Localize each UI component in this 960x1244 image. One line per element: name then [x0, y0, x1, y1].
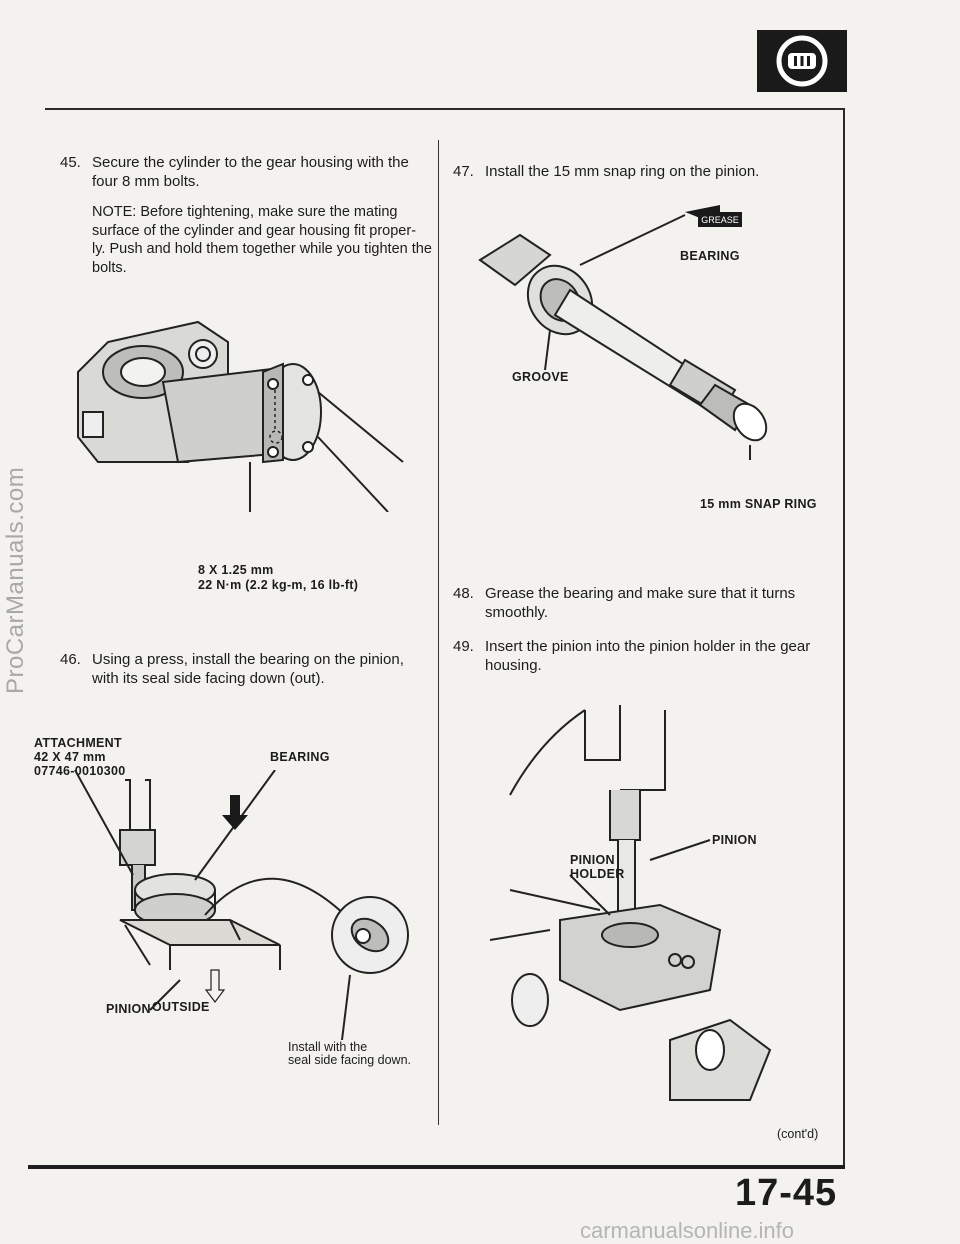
attachment-size-label: 42 X 47 mm — [34, 750, 106, 764]
grease-tag: GREASE — [701, 215, 739, 225]
press-install-illustration — [74, 770, 409, 1040]
side-watermark: ProCarManuals.com — [2, 466, 29, 694]
outside-label: OUTSIDE — [152, 1000, 210, 1014]
frame-bottom-rule — [28, 1165, 845, 1169]
step-47: 47. Install the 15 mm snap ring on the p… — [453, 162, 833, 182]
pinion-label: PINION — [106, 1002, 151, 1016]
install-note-line2: seal side facing down. — [288, 1053, 411, 1067]
frame-top-rule — [45, 108, 845, 110]
bearing-label: BEARING — [680, 249, 740, 263]
bolt-size-label: 8 X 1.25 mm — [198, 563, 274, 577]
footer-watermark: carmanualsonline.info — [580, 1218, 795, 1243]
pinion-label: PINION — [712, 833, 757, 847]
install-note-line1: Install with the — [288, 1040, 368, 1054]
section-badge — [757, 30, 847, 92]
step-text: Secure the cylinder to the gear housing … — [92, 154, 409, 190]
attachment-part-label: 07746-0010300 — [34, 764, 126, 778]
step-46: 46. Using a press, install the bearing o… — [60, 650, 432, 690]
bearing-label: BEARING — [270, 750, 330, 764]
step-number: 48. — [453, 585, 474, 602]
snap-ring-label: 15 mm SNAP RING — [700, 497, 817, 511]
continued-label: (cont'd) — [777, 1127, 819, 1141]
step-number: 47. — [453, 163, 474, 180]
step-text: Using a press, install the bearing on th… — [92, 651, 404, 687]
pinion-holder-illustration — [489, 705, 772, 1101]
pinion-snap-ring-illustration: GREASE — [478, 205, 768, 460]
step-number: 49. — [453, 638, 474, 655]
step-text: Install the 15 mm snap ring on the pinio… — [485, 163, 760, 180]
step-number: 45. — [60, 154, 81, 171]
groove-label: GROOVE — [512, 370, 569, 384]
step-48: 48. Grease the bearing and make sure tha… — [453, 584, 833, 624]
cylinder-housing-illustration — [77, 320, 404, 512]
column-divider — [438, 140, 439, 1125]
page-number: 17-45 — [735, 1172, 838, 1214]
frame-right-rule — [843, 108, 845, 1168]
step-49: 49. Insert the pinion into the pinion ho… — [453, 637, 833, 677]
bolt-torque-label: 22 N·m (2.2 kg-m, 16 lb-ft) — [198, 578, 359, 592]
attachment-label: ATTACHMENT — [34, 736, 122, 750]
step-45: 45. Secure the cylinder to the gear hous… — [60, 153, 432, 193]
pinion-holder-label-line1: PINION — [570, 853, 615, 867]
step-number: 46. — [60, 651, 81, 668]
step-text: Grease the bearing and make sure that it… — [485, 585, 796, 621]
pinion-holder-label-line2: HOLDER — [570, 867, 625, 881]
step-45-note: NOTE: Before tightening, make sure the m… — [92, 204, 432, 276]
step-text: Insert the pinion into the pinion holder… — [485, 638, 811, 674]
steering-wheel-icon — [776, 35, 828, 87]
